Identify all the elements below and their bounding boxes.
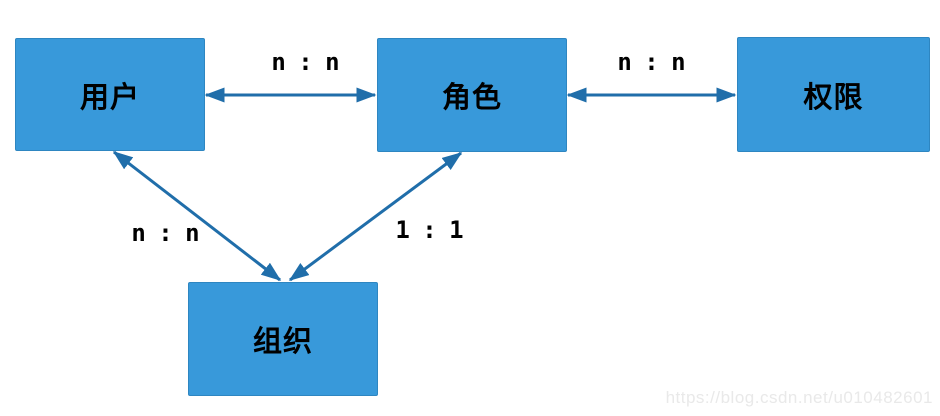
edge-label-role-organization: 1 : 1 [395, 216, 463, 244]
watermark-url: https://blog.csdn.net/u010482601 [665, 388, 933, 407]
edge-label-role-permission: n : n [617, 48, 685, 76]
node-user: 用户 [15, 38, 205, 151]
node-role: 角色 [377, 38, 567, 152]
edge-role-organization [288, 151, 463, 282]
node-user-label: 用户 [79, 81, 140, 114]
node-organization-label: 组织 [252, 326, 313, 358]
edge-label-user-organization: n : n [131, 219, 199, 247]
node-organization: 组织 [188, 282, 378, 396]
node-permission-label: 权限 [803, 81, 864, 114]
node-permission: 权限 [737, 37, 930, 152]
edge-label-user-role: n : n [271, 48, 339, 76]
edge-user-organization [112, 150, 282, 282]
node-role-label: 角色 [441, 82, 502, 114]
